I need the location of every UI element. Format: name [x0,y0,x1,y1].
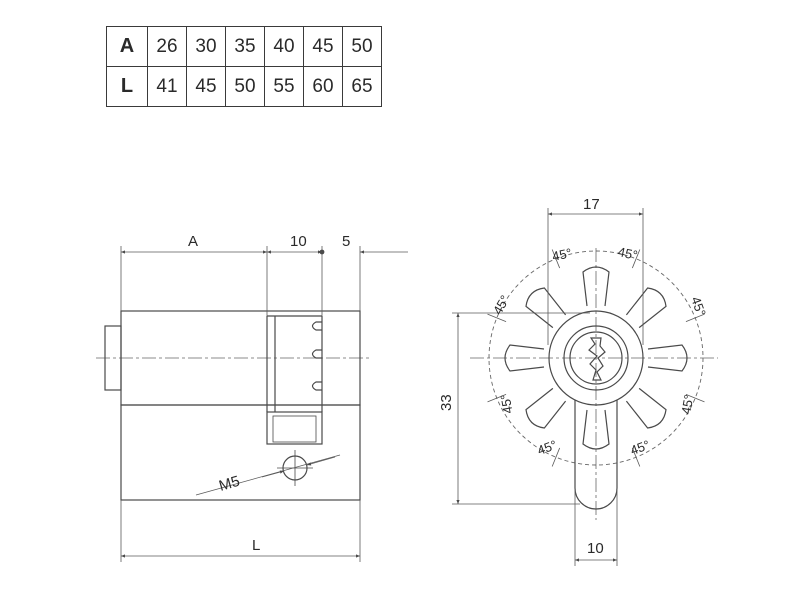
star-petal [647,344,688,372]
cam-star [504,266,688,450]
m5-arrow-left [261,470,285,478]
table-cell: 45 [186,66,226,107]
cam-tab-inner [272,415,317,443]
dim-33-label: 33 [438,394,455,411]
dim-10-label: 10 [290,233,307,250]
angle-label-6: 45° [678,393,696,415]
notch-1 [311,321,322,331]
table-cell: 35 [225,26,265,67]
dim-point [319,249,325,255]
angle-tick [487,313,507,323]
front-view: 17 33 10 45° 45° 45° 45° 45° 45° 45° 45° [438,196,718,566]
profile-lower [574,400,618,510]
dim-l-label: L [252,537,260,554]
angle-label-5: 45° [497,393,515,415]
dim-m5-label: M5 [217,473,242,495]
rotation-circle [488,250,704,466]
angle-label-7: 45° [535,437,559,458]
angle-tick [685,393,705,403]
notch-3 [311,381,322,391]
star-petal [525,387,567,429]
angle-label-1: 45° [551,245,573,264]
angle-tick [685,313,705,323]
cylinder-lower-body [120,404,361,501]
table-row-l: L 41 45 50 55 60 65 [106,66,382,107]
profile-outer-circle [548,310,644,406]
star-petal [582,266,610,307]
angle-tick [631,447,641,467]
star-petal [625,387,667,429]
angle-label-8: 45° [628,437,652,458]
cam-tab [266,411,323,445]
side-view: M5 A 10 5 L [96,233,408,562]
star-petal [504,344,545,372]
keyway [588,337,606,381]
angle-tick [631,249,641,269]
angle-ticks [487,249,705,467]
angle-label-2: 45° [617,244,639,263]
plug-face [569,331,623,385]
row-header-a: A [106,26,148,67]
m5-arrow-right [306,456,336,466]
dimension-table: A 26 30 35 40 45 50 L 41 45 50 55 60 65 [106,26,382,107]
table-cell: 55 [264,66,304,107]
angle-tick [551,447,561,467]
star-petal [582,409,610,450]
row-header-l: L [106,66,148,107]
angle-label-4: 45° [688,295,709,319]
plug-ring [563,325,629,391]
angle-tick [551,249,561,269]
notch-2 [311,349,322,359]
table-cell: 65 [342,66,382,107]
dim-5-label: 5 [342,233,350,250]
table-cell: 26 [147,26,187,67]
dim-10b-label: 10 [587,540,604,557]
dim-17-label: 17 [583,196,600,213]
table-row-a: A 26 30 35 40 45 50 [106,26,382,67]
angle-label-3: 45° [490,293,513,318]
table-cell: 41 [147,66,187,107]
angle-tick [487,393,507,403]
star-petal [625,287,667,329]
dim-a-label: A [188,233,198,250]
star-petal [525,287,567,329]
table-cell: 50 [342,26,382,67]
